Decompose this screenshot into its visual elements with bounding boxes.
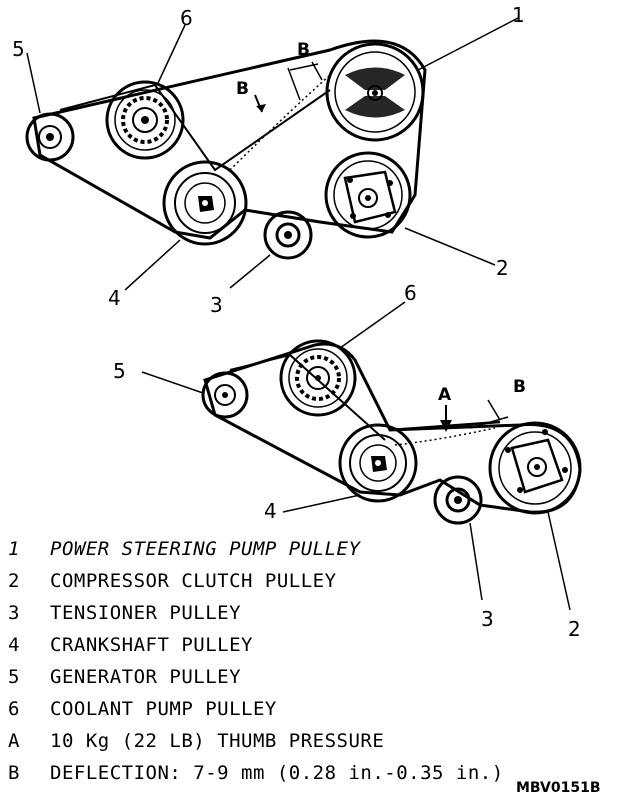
bottom-callout-b: B: [513, 377, 526, 397]
legend-text-2: COMPRESSOR CLUTCH PULLEY: [50, 570, 337, 592]
top-callout-b-right: B: [297, 40, 310, 60]
bottom-callout-a: A: [438, 385, 452, 405]
top-deflection-path: [229, 74, 331, 171]
legend-text-4: CRANKSHAFT PULLEY: [50, 634, 253, 656]
bottom-tensioner-pulley: [433, 475, 483, 525]
top-power-steering-pulley: [325, 42, 425, 142]
legend-text-1: POWER STEERING PUMP PULLEY: [50, 538, 361, 560]
top-callout-3: 3: [210, 293, 223, 317]
top-coolant-pump-pulley: [105, 80, 185, 160]
top-tensioner-pulley: [263, 210, 313, 260]
bottom-generator-pulley: [201, 371, 249, 419]
top-generator-pulley: [25, 112, 75, 162]
legend-key-b: B: [8, 762, 20, 784]
top-crankshaft-pulley: [162, 160, 248, 246]
bottom-coolant-pump-pulley: [279, 339, 357, 417]
bottom-belt-diagram: 5 6 4 3 2 A B: [113, 281, 582, 641]
bottom-crankshaft-pulley: [338, 423, 418, 503]
top-callout-b-left: B: [236, 79, 249, 99]
legend-text-b: DEFLECTION: 7-9 mm (0.28 in.-0.35 in.): [50, 762, 504, 784]
legend-text-6: COOLANT PUMP PULLEY: [50, 698, 277, 720]
bottom-callout-5: 5: [113, 359, 126, 383]
top-belt: [32, 39, 427, 240]
legend-text-a: 10 Kg (22 LB) THUMB PRESSURE: [50, 730, 384, 752]
bottom-callout-2: 2: [568, 617, 581, 641]
figure-code: MBV0151B: [516, 780, 601, 796]
top-compressor-pulley: [324, 151, 412, 239]
bottom-compressor-pulley: [488, 421, 582, 515]
legend-text-3: TENSIONER PULLEY: [50, 602, 241, 624]
legend-key-3: 3: [8, 602, 20, 624]
top-callout-6: 6: [180, 6, 193, 30]
bottom-callout-3: 3: [481, 607, 494, 631]
legend: 1 POWER STEERING PUMP PULLEY 2 COMPRESSO…: [8, 538, 504, 784]
legend-key-4: 4: [8, 634, 20, 656]
legend-key-2: 2: [8, 570, 20, 592]
top-callout-4: 4: [108, 286, 121, 310]
top-callout-2: 2: [496, 256, 509, 280]
bottom-callout-4: 4: [264, 499, 277, 523]
legend-key-5: 5: [8, 666, 20, 688]
legend-key-a: A: [8, 730, 20, 752]
legend-text-5: GENERATOR PULLEY: [50, 666, 241, 688]
top-callout-5: 5: [12, 37, 25, 61]
top-belt-diagram: 5 6 1 2 3 4 B B: [12, 3, 525, 317]
top-callout-1: 1: [512, 3, 525, 27]
legend-key-1: 1: [8, 538, 20, 560]
legend-key-6: 6: [8, 698, 20, 720]
bottom-callout-6: 6: [404, 281, 417, 305]
